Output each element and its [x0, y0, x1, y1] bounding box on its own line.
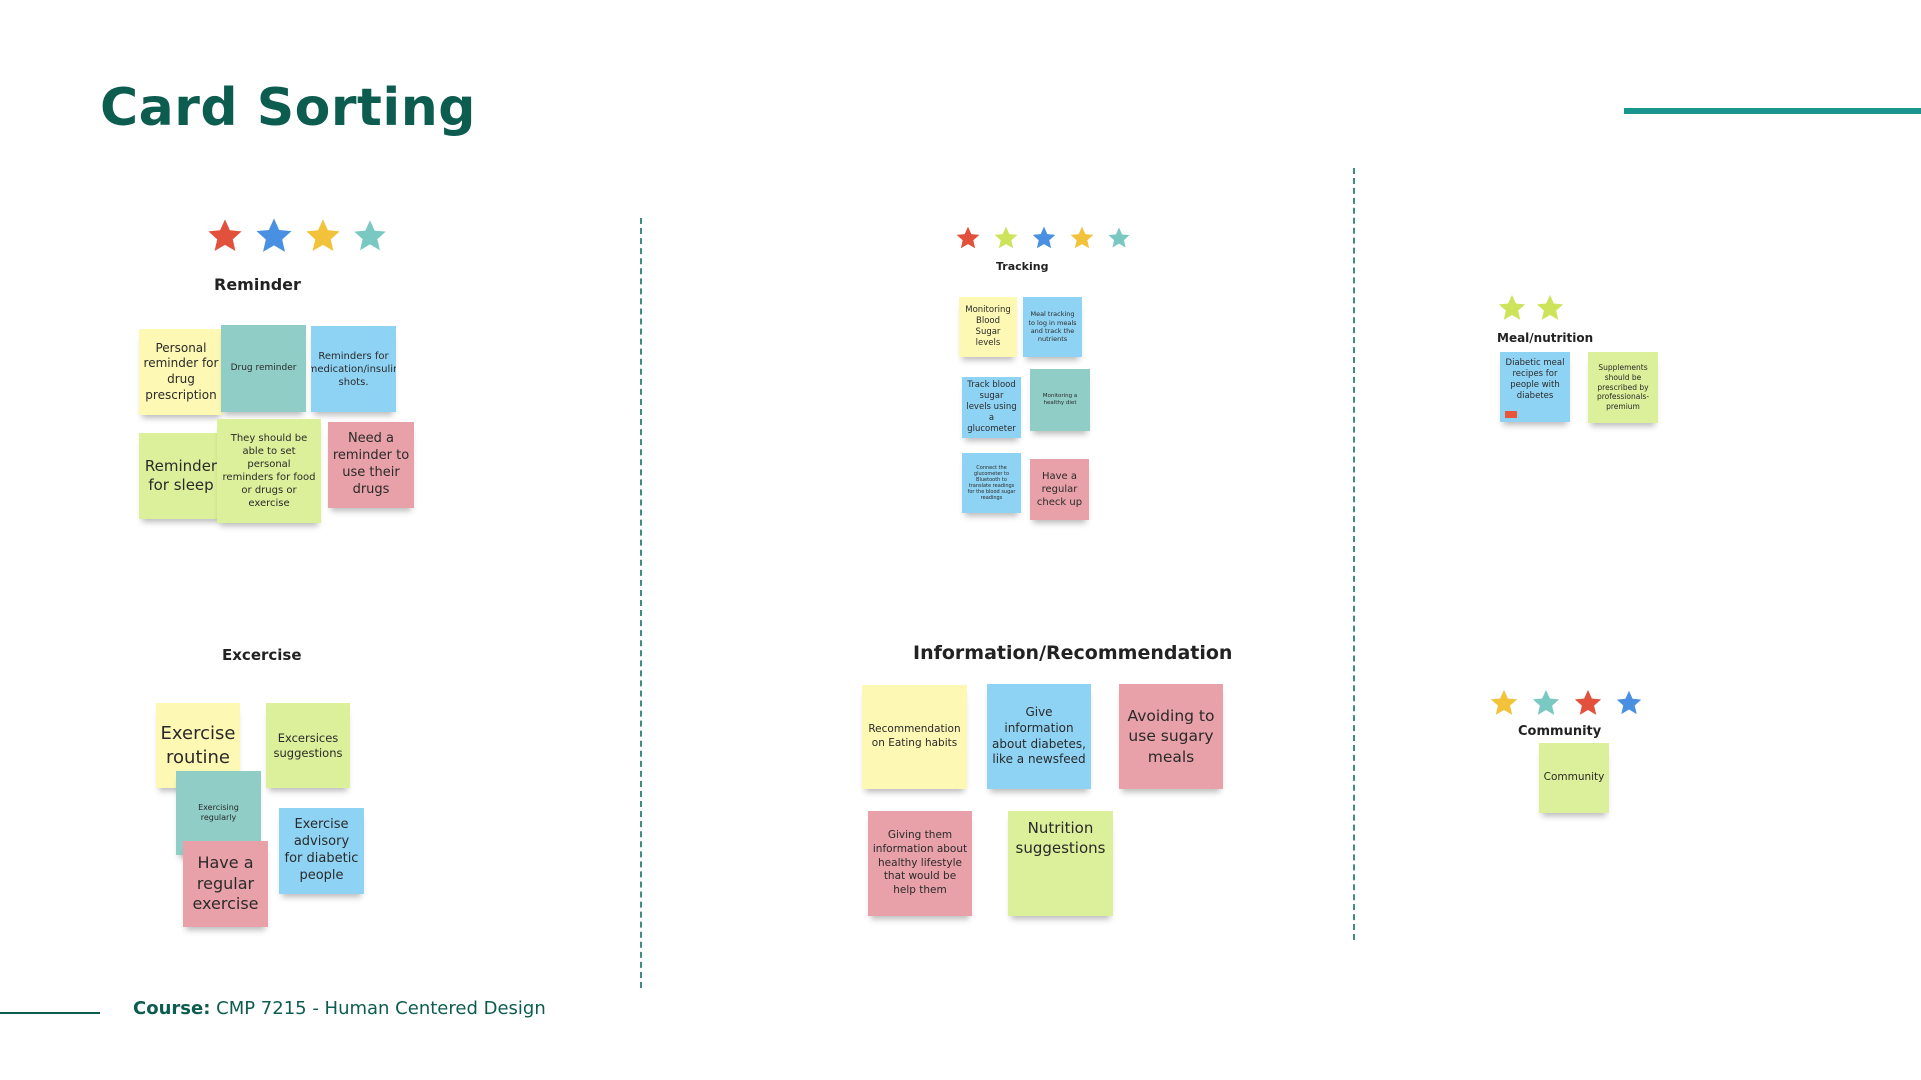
footer-course-label: Course:: [133, 998, 211, 1019]
category-title-reminder: Reminder: [214, 275, 301, 294]
sticky-note[interactable]: Meal tracking to log in meals and track …: [1023, 297, 1082, 357]
sticky-note-text: Diabetic meal recipes for people with di…: [1505, 358, 1565, 402]
sticky-note-text: Nutrition suggestions: [1015, 819, 1106, 857]
category-title-information: Information/Recommendation: [913, 642, 1233, 664]
sticky-note[interactable]: Reminder for sleep: [139, 433, 223, 519]
column-divider-right: [1353, 168, 1355, 940]
sticky-note[interactable]: Avoiding to use sugary meals: [1119, 684, 1223, 789]
sticky-note[interactable]: Supplements should be prescribed by prof…: [1588, 352, 1658, 423]
title-accent-rule: [1624, 108, 1921, 114]
tracking-stars: [955, 225, 1131, 251]
sticky-note[interactable]: Track blood sugar levels using a glucome…: [962, 377, 1021, 438]
yellow-star-icon: [304, 217, 342, 255]
teal-star-icon: [352, 218, 388, 254]
category-title-community: Community: [1518, 724, 1602, 739]
teal-star-icon: [1531, 688, 1561, 718]
sticky-note[interactable]: Exercise advisory for diabetic people: [279, 808, 364, 894]
green-star-icon: [1497, 293, 1527, 323]
community-stars: [1489, 688, 1643, 718]
sticky-note[interactable]: Drug reminder: [221, 325, 306, 412]
footer-accent-rule: [0, 1012, 100, 1014]
green-star-icon: [993, 225, 1019, 251]
blue-star-icon: [1031, 225, 1057, 251]
sticky-note[interactable]: Reminders for medication/insulin shots.: [311, 326, 396, 412]
sticky-note[interactable]: Connect the glucometer to Bluetooth to t…: [962, 453, 1021, 513]
note-tag-marker: [1505, 411, 1517, 418]
category-title-exercise: Excercise: [222, 646, 302, 664]
page-title: Card Sorting: [100, 78, 476, 138]
sticky-note[interactable]: Monitoring a healthy diet: [1030, 369, 1090, 431]
sticky-note[interactable]: Monitoring Blood Sugar levels: [959, 297, 1017, 357]
footer-course-value: CMP 7215 - Human Centered Design: [216, 998, 546, 1019]
sticky-note[interactable]: Community: [1539, 743, 1609, 813]
teal-star-icon: [1107, 226, 1131, 250]
meal-stars: [1497, 293, 1565, 323]
sticky-note[interactable]: Nutrition suggestions: [1008, 811, 1113, 916]
red-star-icon: [1573, 688, 1603, 718]
reminder-stars: [206, 216, 388, 256]
red-star-icon: [206, 217, 244, 255]
sticky-note[interactable]: Excersices suggestions: [266, 703, 350, 788]
sticky-note[interactable]: Have a regular exercise: [183, 841, 268, 927]
sticky-note[interactable]: Personal reminder for drug prescription: [139, 329, 223, 415]
sticky-note[interactable]: They should be able to set personal remi…: [217, 419, 321, 523]
green-star-icon: [1535, 293, 1565, 323]
blue-star-icon: [254, 216, 294, 256]
sticky-note[interactable]: Need a reminder to use their drugs: [328, 422, 414, 508]
blue-star-icon: [1615, 689, 1643, 717]
sticky-note[interactable]: Giving them information about healthy li…: [868, 811, 972, 916]
category-title-tracking: Tracking: [996, 260, 1049, 273]
column-divider-left: [640, 218, 642, 988]
yellow-star-icon: [1069, 225, 1095, 251]
sticky-note[interactable]: Have a regular check up: [1030, 459, 1089, 520]
footer-course: Course: CMP 7215 - Human Centered Design: [133, 998, 546, 1019]
category-title-meal-nutrition: Meal/nutrition: [1497, 331, 1594, 345]
yellow-star-icon: [1489, 688, 1519, 718]
red-star-icon: [955, 225, 981, 251]
sticky-note[interactable]: Give information about diabetes, like a …: [987, 684, 1091, 789]
sticky-note[interactable]: Recommendation on Eating habits: [862, 685, 967, 789]
sticky-note[interactable]: Diabetic meal recipes for people with di…: [1500, 352, 1570, 422]
